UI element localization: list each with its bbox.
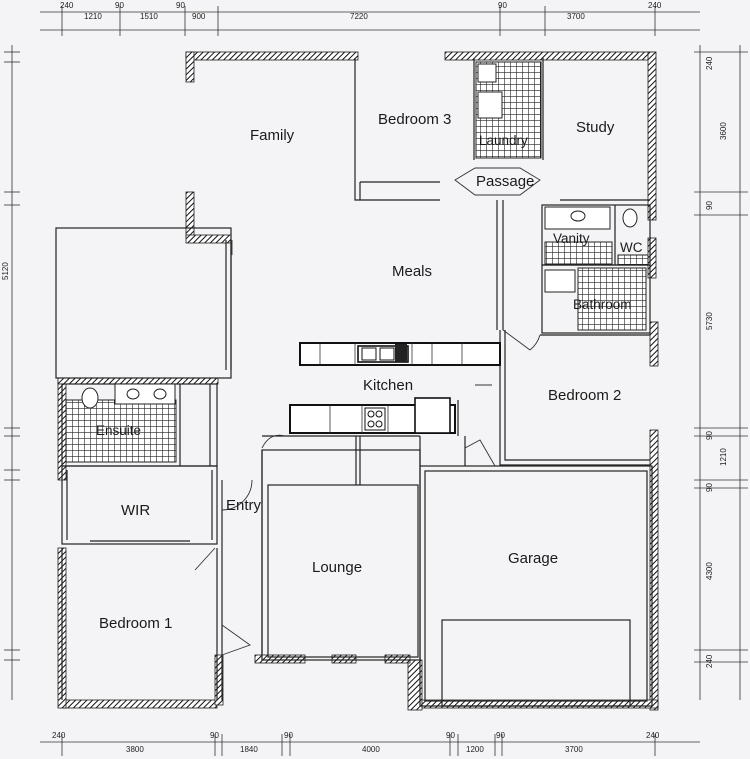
dim-top-1: 240 xyxy=(60,1,74,10)
dim-bottom-7: 90 xyxy=(446,731,455,740)
ensuite-toilet xyxy=(81,387,99,409)
label-study: Study xyxy=(576,119,615,136)
dim-right-2: 3600 xyxy=(719,122,728,140)
room-labels: Family Bedroom 3 Laundry Study Passage V… xyxy=(96,111,643,632)
label-family: Family xyxy=(250,127,295,144)
label-passage: Passage xyxy=(476,173,534,190)
dim-top-8: 90 xyxy=(498,1,507,10)
dim-right-7: 90 xyxy=(705,483,714,492)
dim-right-5: 90 xyxy=(705,431,714,440)
exterior-walls xyxy=(57,51,659,711)
dim-left-1: 5120 xyxy=(1,262,10,280)
dim-bottom-1: 240 xyxy=(52,731,66,740)
label-wc: WC xyxy=(620,240,643,255)
dim-right-1: 240 xyxy=(705,56,714,70)
dim-bottom-6: 4000 xyxy=(362,745,380,754)
label-laundry: Laundry xyxy=(479,133,528,148)
interior-walls xyxy=(55,58,653,707)
label-entry: Entry xyxy=(226,497,262,514)
dim-right-4: 5730 xyxy=(705,312,714,330)
lounge-door xyxy=(261,434,286,449)
cooktop xyxy=(364,407,386,431)
dim-bottom-4: 1840 xyxy=(240,745,258,754)
dim-top-4: 1510 xyxy=(140,12,158,21)
vanity-basin xyxy=(570,210,586,222)
dim-top-7: 7220 xyxy=(350,12,368,21)
dim-bottom-3: 90 xyxy=(210,731,219,740)
label-bathroom: Bathroom xyxy=(573,297,632,312)
doors xyxy=(194,167,541,656)
left-dimension-line: 5120 xyxy=(1,45,20,700)
dim-top-5: 90 xyxy=(176,1,185,10)
dim-top-6: 900 xyxy=(192,12,206,21)
label-ensuite: Ensuite xyxy=(96,423,141,438)
label-bedroom-3: Bedroom 3 xyxy=(378,111,451,128)
dim-bottom-11: 240 xyxy=(646,731,660,740)
fridge-space xyxy=(414,397,451,434)
bathroom-tiles xyxy=(577,267,647,331)
front-door xyxy=(221,624,251,656)
top-dimension-line: 240 1210 90 1510 90 900 7220 90 3700 240 xyxy=(40,1,700,36)
dim-bottom-2: 3800 xyxy=(126,745,144,754)
dim-bottom-5: 90 xyxy=(284,731,293,740)
bath-shower xyxy=(544,269,576,293)
dim-top-10: 240 xyxy=(648,1,662,10)
dim-bottom-9: 90 xyxy=(496,731,505,740)
ensuite-tiles xyxy=(65,399,177,463)
label-vanity: Vanity xyxy=(553,231,590,246)
laundry-tub xyxy=(477,91,503,119)
vanity-tiles xyxy=(544,241,613,265)
label-wir: WIR xyxy=(121,502,150,519)
dim-bottom-10: 3700 xyxy=(565,745,583,754)
dim-right-9: 240 xyxy=(705,654,714,668)
label-lounge: Lounge xyxy=(312,559,362,576)
bedroom2-door xyxy=(502,329,531,351)
dim-top-3: 90 xyxy=(115,1,124,10)
passage-arch xyxy=(454,167,541,196)
label-garage: Garage xyxy=(508,550,558,567)
dim-top-9: 3700 xyxy=(567,12,585,21)
bottom-dimension-line: 240 3800 90 1840 90 4000 90 1200 90 3700… xyxy=(40,731,700,756)
ensuite-basin-2 xyxy=(153,388,167,400)
washer xyxy=(477,63,497,83)
entry-door-1 xyxy=(221,479,253,511)
wc-toilet xyxy=(622,208,638,228)
ensuite-basin-1 xyxy=(126,388,140,400)
garage-door xyxy=(464,439,496,467)
dim-bottom-8: 1200 xyxy=(466,745,484,754)
dim-right-8: 4300 xyxy=(705,562,714,580)
fixtures xyxy=(81,63,638,409)
label-bedroom-1: Bedroom 1 xyxy=(99,615,172,632)
dim-right-6: 1210 xyxy=(719,448,728,466)
kitchen-benches xyxy=(289,342,501,434)
wc-tiles xyxy=(617,254,649,266)
label-meals: Meals xyxy=(392,263,432,280)
label-kitchen: Kitchen xyxy=(363,377,413,394)
dim-top-2: 1210 xyxy=(84,12,102,21)
bedroom1-door xyxy=(194,547,216,571)
right-dimension-line: 240 3600 90 5730 90 1210 90 4300 240 xyxy=(694,45,748,700)
label-bedroom-2: Bedroom 2 xyxy=(548,387,621,404)
dim-right-3: 90 xyxy=(705,201,714,210)
